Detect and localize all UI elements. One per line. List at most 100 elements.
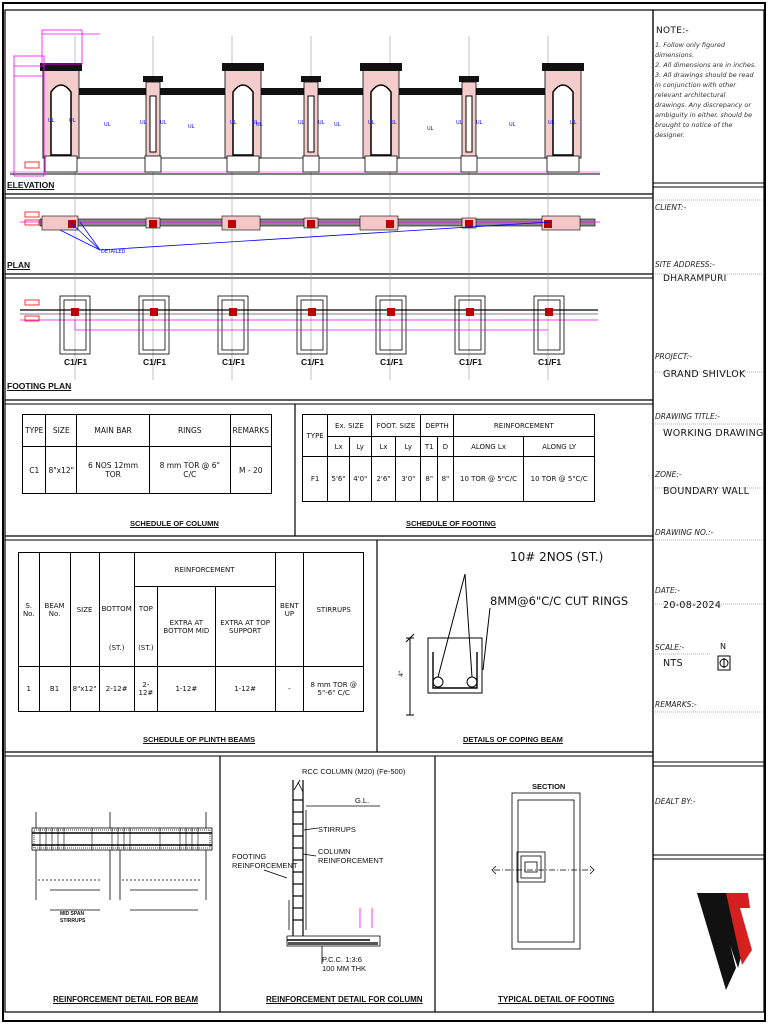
coping-dim: 4" — [397, 670, 405, 677]
pb-h-bottom: BOTTOM — [98, 586, 135, 631]
pb-h-extra-bottom: EXTRA AT BOTTOM MID — [157, 586, 216, 667]
ft-cell: F1 — [301, 456, 329, 502]
ft-cell: 3'0" — [395, 456, 422, 502]
note-title: NOTE:- — [656, 26, 690, 36]
scale-value: NTS — [663, 658, 683, 669]
footing-tag: C1/F1 — [222, 357, 246, 367]
svg-text:UL: UL — [476, 120, 483, 126]
project-value: GRAND SHIVLOK — [663, 369, 746, 380]
drawing-no-label: DRAWING NO.:- — [655, 528, 714, 537]
column-schedule-table: TYPE SIZE MAIN BAR RINGS REMARKS C1 8"x1… — [21, 414, 273, 494]
site-label: SITE ADDRESS:- — [655, 260, 715, 269]
date-value: 20-08-2024 — [663, 600, 722, 611]
svg-text:UL: UL — [160, 120, 167, 126]
footing-tag: C1/F1 — [538, 357, 562, 367]
col-h-remarks: REMARKS — [229, 414, 273, 447]
remarks-label: REMARKS:- — [655, 700, 697, 709]
footing-schedule-table: TYPE Ex. SIZE FOOT. SIZE DEPTH REINFORCE… — [301, 414, 596, 502]
footing-tag: C1/F1 — [459, 357, 483, 367]
pcc-thk-label: 100 MM THK — [322, 964, 367, 973]
pb-h-sno: S. No. — [18, 552, 40, 667]
footing-tag-row: C1/F1 C1/F1 C1/F1 C1/F1 C1/F1 C1/F1 C1/F… — [0, 357, 640, 369]
col-h-rings: RINGS — [148, 414, 231, 447]
ft-sub: Ly — [395, 436, 422, 457]
col-size: 8"x12" — [45, 446, 78, 494]
date-label: DATE:- — [655, 586, 680, 595]
drawing-title-label: DRAWING TITLE:- — [655, 412, 720, 421]
ft-h-type: TYPE — [301, 414, 329, 457]
beam-midspan-label: MID SPAN — [60, 911, 85, 917]
ft-sub: ALONG Lx — [452, 436, 525, 457]
svg-text:UL: UL — [509, 122, 516, 128]
plan-label: PLAN — [7, 260, 31, 270]
zone-label: ZONE:- — [655, 470, 682, 479]
schedule-footing-caption: SCHEDULE OF FOOTING — [406, 519, 496, 528]
foot-reinf-label: FOOTING REINFORCEMENT — [232, 852, 298, 870]
pb-cell: 1-12# — [214, 666, 276, 712]
north-arrow-icon — [717, 655, 731, 671]
svg-text:UL: UL — [456, 120, 463, 126]
footing-tag: C1/F1 — [143, 357, 167, 367]
svg-text:UL: UL — [390, 120, 397, 126]
col-h-size: SIZE — [45, 414, 78, 447]
pb-h-extra-top: EXTRA AT TOP SUPPORT — [214, 586, 276, 667]
pb-cell: B1 — [38, 666, 71, 712]
svg-text:UL: UL — [252, 120, 259, 126]
col-h-type: TYPE — [21, 414, 47, 447]
svg-text:UL: UL — [188, 124, 195, 130]
svg-text:UL: UL — [318, 120, 325, 126]
ft-cell: 5'6" — [327, 456, 350, 502]
scale-label: SCALE:- — [655, 643, 685, 652]
ft-h-depth: DEPTH — [420, 414, 454, 437]
footing-section-label: SECTION — [532, 782, 566, 791]
pb-cell: 8"x12" — [69, 666, 100, 712]
pb-cell: 2-12# — [98, 666, 135, 712]
footing-plan-drawing — [20, 295, 598, 355]
col-gl-label: G.L. — [355, 796, 370, 805]
pb-h-top2: (ST.) — [133, 630, 159, 667]
ft-cell: 10 TOR @ 5"C/C — [452, 456, 525, 502]
pb-cell: - — [274, 666, 305, 712]
col-rings: 8 mm TOR @ 6" C/C — [148, 446, 231, 494]
pb-cell: 1 — [18, 666, 40, 712]
col-title-label: RCC COLUMN (M20) (Fe-500) — [302, 767, 406, 776]
ft-sub: Lx — [327, 436, 350, 457]
note-item: 3. All drawings should be read in conjun… — [655, 71, 754, 139]
dealt-by-label: DEALT BY:- — [655, 797, 696, 806]
title-block: NOTE:- 1. Follow only figured dimensions… — [653, 10, 764, 1012]
ft-sub: Ly — [348, 436, 372, 457]
schedule-column-caption: SCHEDULE OF COLUMN — [130, 519, 219, 528]
note-item: 1. Follow only figured dimensions. — [655, 41, 726, 59]
pb-h-top: TOP — [133, 586, 159, 631]
beam-reinforcement-drawing — [31, 812, 213, 911]
plinth-schedule-table: S. No. BEAM No. SIZE REINFORCEMENT BENT … — [18, 552, 364, 712]
pb-blank — [98, 552, 135, 587]
coping-rings-note: 8MM@6"C/C CUT RINGS — [490, 594, 629, 608]
svg-text:UL: UL — [140, 120, 147, 126]
zone-value: BOUNDARY WALL — [663, 486, 750, 497]
pb-h-beam: BEAM No. — [38, 552, 71, 667]
footing-tag: C1/F1 — [380, 357, 404, 367]
svg-text:UL: UL — [368, 120, 375, 126]
notes-list: 1. Follow only figured dimensions. 2. Al… — [655, 40, 759, 140]
pb-cell: 2-12# — [133, 666, 159, 712]
pcc-label: P.C.C. 1:3:6 — [322, 955, 362, 964]
pb-h-size: SIZE — [69, 552, 100, 667]
svg-text:UL: UL — [104, 122, 111, 128]
footing-tag: C1/F1 — [64, 357, 88, 367]
ft-h-foot: FOOT. SIZE — [370, 414, 422, 437]
footing-detail-caption: TYPICAL DETAIL OF FOOTING — [498, 995, 615, 1004]
svg-text:UL: UL — [334, 122, 341, 128]
pb-h-reinf: REINFORCEMENT — [133, 552, 276, 587]
svg-text:UL: UL — [298, 120, 305, 126]
pb-h-stirrups: STIRRUPS — [303, 552, 364, 667]
svg-text:UL: UL — [548, 120, 555, 126]
col-stirrups-label: STIRRUPS — [318, 825, 356, 834]
ft-cell: 8" — [437, 456, 454, 502]
ft-cell: 10 TOR @ 5"C/C — [523, 456, 595, 502]
client-label: CLIENT:- — [655, 203, 687, 212]
ft-sub: ALONG LY — [523, 436, 595, 457]
pb-h-bottom2: (ST.) — [98, 630, 135, 667]
